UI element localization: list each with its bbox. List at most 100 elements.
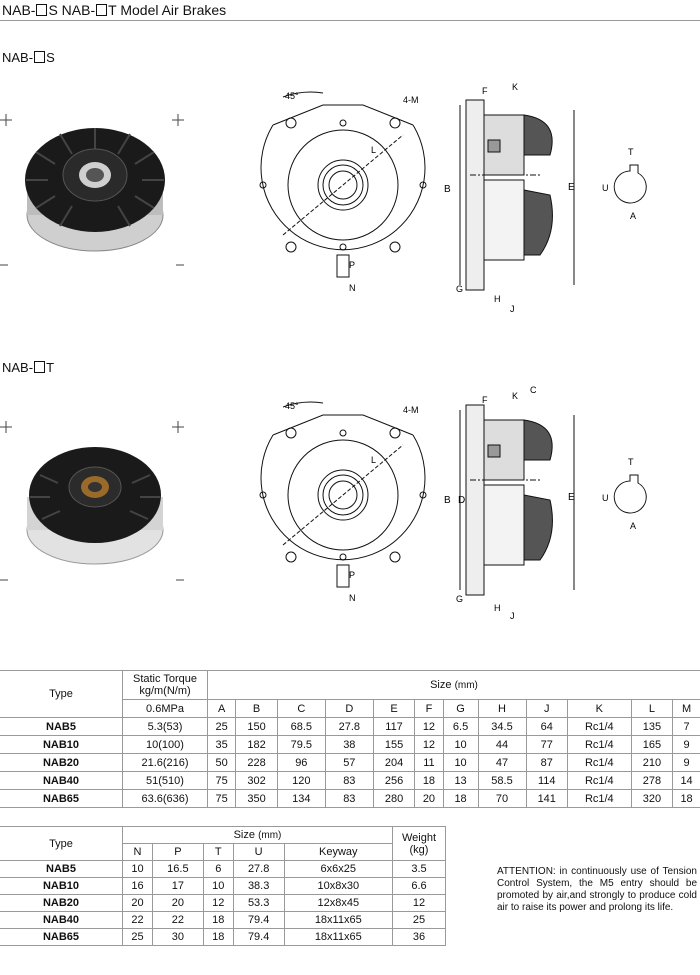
- type-cell: NAB10: [0, 877, 123, 895]
- value-cell: 12x8x45: [283, 894, 394, 912]
- value-cell: 155: [372, 735, 416, 754]
- torque-cell: 63.6(636): [122, 789, 208, 808]
- value-cell: 18: [414, 771, 444, 790]
- value-cell: 6x6x25: [283, 860, 394, 878]
- value-cell: 83: [324, 789, 374, 808]
- column-header: L: [630, 699, 674, 718]
- value-cell: 13: [442, 771, 479, 790]
- value-cell: Rc1/4: [566, 717, 632, 736]
- value-cell: 35: [206, 735, 237, 754]
- placeholder-box-icon: [36, 4, 48, 16]
- page-title: NAB-S NAB-T Model Air Brakes: [2, 2, 227, 18]
- value-cell: 75: [206, 789, 237, 808]
- value-cell: 27.8: [232, 860, 285, 878]
- product-photo-t: [0, 421, 184, 581]
- weight-header: Weight(kg): [392, 826, 446, 861]
- value-cell: 10: [122, 860, 153, 878]
- f-label: F: [482, 395, 488, 405]
- section-label-t: NAB-T: [2, 360, 55, 375]
- value-cell: 350: [235, 789, 278, 808]
- type-cell: NAB10: [0, 735, 123, 754]
- column-header: P: [152, 843, 204, 861]
- column-header: Keyway: [283, 843, 394, 861]
- side-section-drawing-t: C F K B D E G H J: [444, 385, 575, 620]
- value-cell: 278: [630, 771, 674, 790]
- product-photo-s: [0, 114, 184, 266]
- value-cell: 114: [525, 771, 568, 790]
- j-label: J: [510, 304, 515, 314]
- k-label: K: [512, 82, 518, 92]
- column-header: D: [324, 699, 374, 718]
- front-view-drawing-s: 45° 4-M L P N: [259, 91, 427, 293]
- n-label: N: [349, 283, 356, 293]
- type-cell: NAB65: [0, 789, 123, 808]
- column-header: G: [442, 699, 479, 718]
- size-header: Size (mm): [207, 670, 700, 700]
- value-cell: 79.4: [232, 928, 285, 946]
- value-cell: 182: [235, 735, 278, 754]
- value-cell: 87: [525, 753, 568, 772]
- value-cell: 34.5: [477, 717, 527, 736]
- angle-label: 45°: [285, 401, 299, 411]
- value-cell: 6: [202, 860, 234, 878]
- p-label: P: [349, 260, 355, 270]
- value-cell: 38.3: [232, 877, 285, 895]
- torque-cell: 5.3(53): [122, 717, 208, 736]
- value-cell: 10: [202, 877, 234, 895]
- value-cell: 50: [206, 753, 237, 772]
- value-cell: 47: [477, 753, 527, 772]
- attention-note: ATTENTION: in continuously use of Tensio…: [497, 866, 697, 913]
- value-cell: 18: [672, 789, 700, 808]
- l-label: L: [371, 145, 376, 155]
- l-label: L: [371, 455, 376, 465]
- torque-cell: 51(510): [122, 771, 208, 790]
- value-cell: 204: [372, 753, 416, 772]
- size-header: Size (mm): [122, 826, 393, 844]
- value-cell: 11: [414, 753, 444, 772]
- type-cell: NAB20: [0, 753, 123, 772]
- torque-cell: 21.6(216): [122, 753, 208, 772]
- pressure-cell: 0.6MPa: [122, 699, 208, 718]
- value-cell: 210: [630, 753, 674, 772]
- type-header: Type: [0, 670, 123, 718]
- value-cell: 53.3: [232, 894, 285, 912]
- value-cell: 83: [324, 771, 374, 790]
- value-cell: Rc1/4: [566, 771, 632, 790]
- angle-label: 45°: [285, 91, 299, 101]
- u-label: U: [602, 493, 609, 503]
- value-cell: 302: [235, 771, 278, 790]
- value-cell: 117: [372, 717, 416, 736]
- value-cell: 18: [202, 928, 234, 946]
- m-label: 4-M: [403, 95, 419, 105]
- n-label: N: [349, 593, 356, 603]
- weight-cell: 25: [392, 911, 446, 929]
- weight-cell: 3.5: [392, 860, 446, 878]
- value-cell: 18: [202, 911, 234, 929]
- t-label: T: [628, 457, 634, 467]
- value-cell: 320: [630, 789, 674, 808]
- type-cell: NAB5: [0, 860, 123, 878]
- placeholder-box-icon: [34, 51, 46, 63]
- weight-cell: 36: [392, 928, 446, 946]
- value-cell: 20: [152, 894, 204, 912]
- weight-cell: 6.6: [392, 877, 446, 895]
- value-cell: 12: [202, 894, 234, 912]
- value-cell: 30: [152, 928, 204, 946]
- placeholder-box-icon: [96, 4, 108, 16]
- value-cell: 7: [672, 717, 700, 736]
- value-cell: 14: [672, 771, 700, 790]
- value-cell: 77: [525, 735, 568, 754]
- value-cell: 25: [206, 717, 237, 736]
- value-cell: 12: [414, 735, 444, 754]
- value-cell: 16: [122, 877, 153, 895]
- value-cell: 38: [324, 735, 374, 754]
- value-cell: 18x11x65: [283, 911, 394, 929]
- column-header: F: [414, 699, 444, 718]
- a-label: A: [630, 211, 636, 221]
- value-cell: 20: [414, 789, 444, 808]
- front-view-drawing-t: 45° 4-M L P N: [259, 401, 427, 603]
